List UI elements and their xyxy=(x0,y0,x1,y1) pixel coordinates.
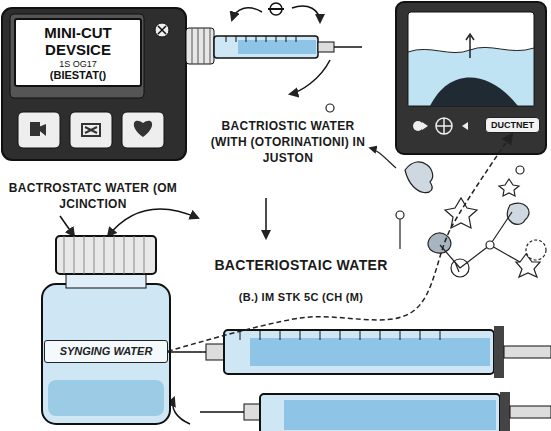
bottom-syringes-part xyxy=(504,346,551,358)
device-body-part xyxy=(70,112,112,148)
top-syringe-part xyxy=(268,8,284,10)
node-text: (BIESTAT() xyxy=(22,69,134,82)
device-nozzle xyxy=(186,28,214,64)
monitor-part xyxy=(408,47,534,106)
annotation-label: BACTROSTATC WATER (OM JCINCTION xyxy=(8,180,178,212)
annotation-arrows-part xyxy=(173,398,190,424)
molecule-cluster-part xyxy=(499,179,519,196)
device-body-part xyxy=(10,14,144,98)
monitor-part xyxy=(413,121,423,131)
device-body-part xyxy=(155,23,169,37)
bottom-syringes-part xyxy=(250,338,490,366)
annotation-label: BACTRIOSTIC WATER (WITH (OTORINATIONI) I… xyxy=(202,118,374,167)
vial-part xyxy=(56,236,156,274)
bottom-syringes-part xyxy=(494,326,504,378)
top-syringe-part xyxy=(334,46,362,48)
bottom-syringes-part xyxy=(500,392,510,431)
molecule-cluster-part xyxy=(370,148,396,168)
device-nozzle-part xyxy=(186,28,214,64)
device-body-part xyxy=(82,124,100,136)
monitor xyxy=(396,2,546,154)
monitor-part xyxy=(466,34,474,58)
monitor-part xyxy=(430,77,518,106)
molecule-cluster-part xyxy=(428,233,451,253)
node-title: DUCTNET xyxy=(491,120,534,130)
device-body-part xyxy=(122,112,164,148)
vial-part xyxy=(64,236,144,274)
bottom-syringes-part xyxy=(510,406,551,418)
annotation-arrows-part xyxy=(265,198,267,238)
bottom-syringes xyxy=(150,326,551,431)
device-body-part xyxy=(158,26,166,34)
molecule-cluster-part xyxy=(526,240,546,260)
device-body xyxy=(2,8,186,160)
top-syringe-part xyxy=(214,36,318,58)
vial-part xyxy=(48,380,164,416)
node-text: 1S OG17 xyxy=(22,59,134,69)
annotation-arrows-part xyxy=(60,216,74,236)
molecule-cluster-part xyxy=(399,219,400,249)
monitor-part xyxy=(396,2,546,154)
molecule-cluster-part xyxy=(440,212,520,268)
top-syringe-part xyxy=(290,60,330,94)
device-body-part xyxy=(2,8,186,160)
molecule-cluster-part xyxy=(445,198,477,228)
molecule-cluster-part xyxy=(486,241,494,249)
top-syringe-part xyxy=(232,8,262,20)
vial xyxy=(42,236,170,424)
molecule-cluster-part xyxy=(405,162,433,193)
node-title: SYNGING WATER xyxy=(49,345,163,358)
bottom-syringes-part xyxy=(260,394,500,431)
molecule-cluster xyxy=(326,104,546,277)
monitor-part xyxy=(408,12,534,106)
monitor-part xyxy=(436,118,452,134)
top-syringe-part xyxy=(238,40,316,54)
molecule-cluster-part xyxy=(396,211,404,219)
device-nozzle-part xyxy=(192,28,210,64)
connector-arrow xyxy=(168,133,513,351)
vial-label: SYNGING WATER xyxy=(44,340,168,363)
top-syringe-part xyxy=(292,6,320,22)
bottom-syringes-part xyxy=(244,404,260,420)
bottom-syringes-part xyxy=(206,344,224,360)
device-body-part xyxy=(30,122,46,136)
device-screen: MINI-CUT DEVSICE1S OG17(BIESTAT() xyxy=(14,18,142,87)
monitor-part xyxy=(436,118,452,134)
molecule-cluster-part xyxy=(516,166,524,174)
monitor-part xyxy=(422,122,468,130)
annotation-label: (B.) IM STK 5C (CH (M) xyxy=(206,290,396,305)
annotation-arrows-part xyxy=(108,209,198,236)
bottom-syringes-part xyxy=(224,330,494,374)
vial-part xyxy=(42,284,170,424)
annotation-label: BACTERIOSTAIC WATER xyxy=(196,256,406,275)
top-syringe-part xyxy=(226,36,296,42)
bottom-syringes-part xyxy=(200,411,244,413)
bottom-syringes-part xyxy=(240,330,440,340)
node-title: MINI-CUT DEVSICE xyxy=(22,24,134,59)
top-syringe-part xyxy=(318,42,334,52)
top-syringe xyxy=(214,3,362,94)
monitor-button: DUCTNET xyxy=(485,117,540,133)
device-body-part xyxy=(134,121,152,137)
molecule-cluster-part xyxy=(326,104,334,112)
bottom-syringes-part xyxy=(284,400,496,430)
device-body-part xyxy=(18,112,60,148)
